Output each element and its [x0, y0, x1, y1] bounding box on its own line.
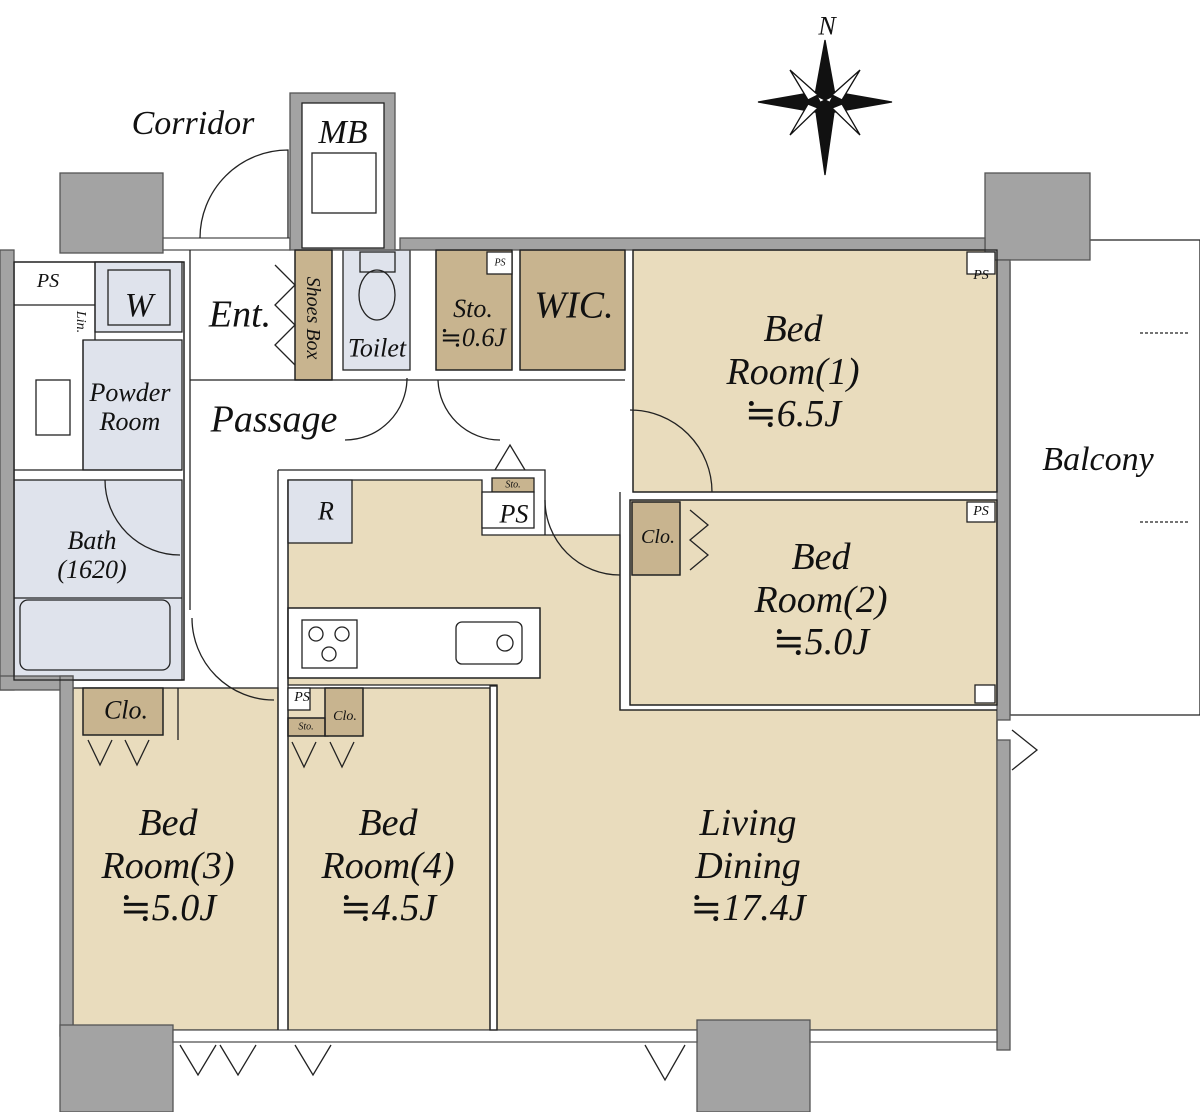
bedroom2-name2: Room(2) — [754, 578, 888, 621]
bedroom3-area: ≒5.0J — [119, 887, 217, 930]
storage-area: ≒0.6J — [440, 323, 506, 352]
refrigerator-label: R — [318, 496, 334, 526]
shoes-box-label: Shoes Box — [302, 276, 325, 360]
small-storage-label: Sto. — [298, 721, 314, 733]
storage-label: Sto.≒0.6J — [440, 294, 506, 352]
pipe-space-label: PS — [973, 268, 989, 284]
entrance-label: Ent. — [208, 293, 272, 336]
bath-size: (1620) — [57, 555, 127, 584]
closet-label: Clo. — [103, 695, 149, 725]
pipe-space-label: PS — [494, 257, 506, 269]
living-dining-area: ≒17.4J — [690, 887, 806, 930]
pipe-space-label: PS — [294, 690, 310, 706]
powder-room-line1: Powder — [89, 377, 171, 407]
passage-label: Passage — [210, 398, 338, 441]
closet-label: Clo. — [333, 709, 357, 725]
bedroom4-name: Bed — [358, 802, 418, 845]
washer-label: W — [124, 286, 154, 324]
bedroom4-name2: Room(4) — [321, 844, 455, 887]
living-name: Living — [699, 802, 797, 845]
compass-north-label: N — [818, 11, 836, 41]
bedroom4-area: ≒4.5J — [339, 887, 437, 930]
linen-label: Lin. — [72, 310, 88, 334]
bedroom3-name: Bed — [138, 802, 198, 845]
bath-line1: Bath — [67, 525, 117, 555]
pipe-space-label: PS — [499, 499, 529, 529]
toilet-label: Toilet — [347, 333, 407, 363]
room-fills — [13, 249, 998, 1031]
closet-label: Clo. — [641, 525, 675, 548]
interior-walls — [13, 249, 998, 1031]
balcony-label: Balcony — [1042, 440, 1154, 478]
pipe-space-label: PS — [973, 504, 989, 520]
compass-rose-icon — [757, 39, 893, 176]
door-swings — [87, 149, 1039, 1082]
meter-box-label: MB — [318, 113, 368, 151]
walls — [0, 92, 1091, 1112]
bedroom1-name: Bed — [763, 308, 823, 351]
dining-name: Dining — [695, 844, 801, 887]
bath-label: Bath(1620) — [57, 526, 126, 584]
bedroom2-area: ≒5.0J — [772, 621, 870, 664]
bedroom3-name2: Room(3) — [101, 844, 235, 887]
powder-room-line2: Room — [99, 407, 161, 436]
corridor-label: Corridor — [131, 104, 255, 142]
bedroom1-area: ≒6.5J — [744, 393, 842, 436]
storage-name: Sto. — [453, 293, 493, 323]
meter-box — [301, 102, 385, 249]
bedroom2-name: Bed — [791, 536, 851, 579]
pipe-space-label: PS — [36, 269, 60, 292]
wic-label: WIC. — [534, 284, 614, 327]
bedroom1-name2: Room(1) — [726, 350, 860, 393]
small-storage-label: Sto. — [505, 479, 521, 491]
